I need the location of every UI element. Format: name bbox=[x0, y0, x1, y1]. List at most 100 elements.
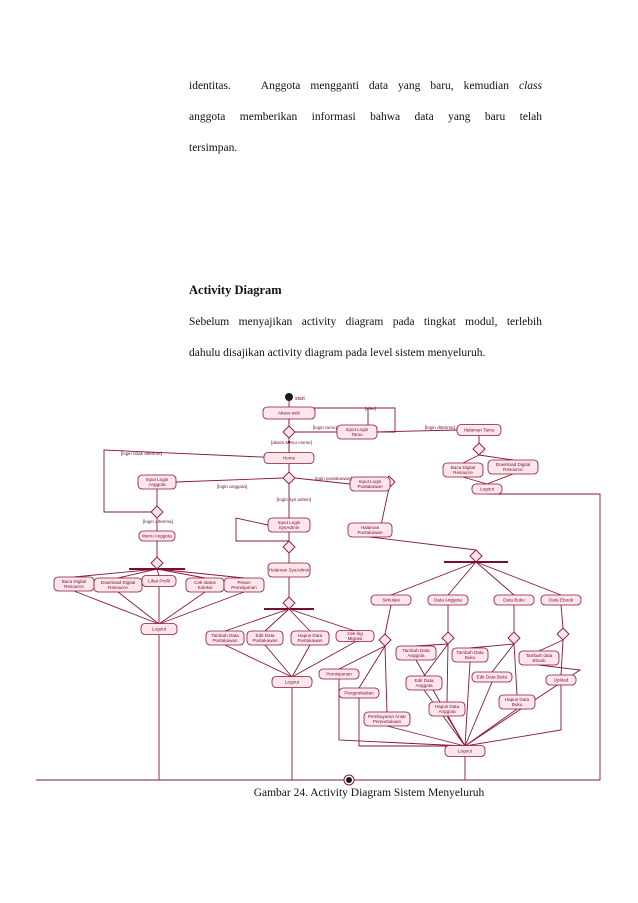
node-label: Lihat Profil bbox=[148, 579, 170, 584]
node-label: Menu Anggota bbox=[142, 534, 172, 539]
node-label: Pengembalian bbox=[344, 691, 374, 696]
guard-g-diterima-t: [login diterima] bbox=[425, 425, 455, 430]
node-label: Logout bbox=[458, 749, 473, 754]
diagram-labels: start[else][login tamu][login diterima][… bbox=[121, 396, 455, 524]
node-upload: Upload bbox=[545, 674, 577, 686]
node-label: Logout bbox=[152, 627, 167, 632]
node-label: Logout bbox=[285, 680, 300, 685]
node-label: Upload bbox=[554, 678, 569, 683]
paragraph-line-2: anggota memberikan informasi bahwa data … bbox=[189, 111, 542, 123]
node-label: Edit Data Buku bbox=[477, 675, 508, 680]
figure-caption: Gambar 24. Activity Diagram Sistem Menye… bbox=[253, 787, 485, 799]
node-menu-anggota: Menu Anggota bbox=[138, 530, 176, 542]
guard-g-tidak: [login tidak diterima] bbox=[121, 451, 162, 456]
text-identitas: identitas. bbox=[189, 80, 231, 92]
node-label: Sirkulasi bbox=[382, 598, 399, 603]
node-data-ebook: Data Ebook bbox=[540, 594, 582, 606]
text-line1-mid: Anggota mengganti data yang baru, kemudi… bbox=[260, 80, 510, 92]
node-label: Logout bbox=[480, 487, 495, 492]
start-node bbox=[285, 393, 293, 401]
node-label: Halaman SysAdmin bbox=[269, 568, 310, 573]
node-data-anggota: Data Anggota bbox=[427, 594, 469, 606]
node-halaman-sysadmin: Halaman SysAdmin bbox=[267, 562, 311, 578]
node-lihat-profil: Lihat Profil bbox=[141, 575, 177, 587]
node-label: Data Ebook bbox=[549, 598, 574, 603]
guard-g-diterima-a: [login diterima] bbox=[143, 519, 173, 524]
text-class: class bbox=[519, 80, 542, 92]
guard-g-sysadmin: [login sys admin] bbox=[277, 497, 311, 502]
section-heading: Activity Diagram bbox=[189, 283, 282, 297]
node-label: Data Buku bbox=[503, 598, 525, 603]
node-logout-t: Logout bbox=[471, 483, 503, 495]
node-home: Home bbox=[263, 452, 315, 464]
paragraph-line-3: tersimpan. bbox=[189, 142, 238, 154]
node-data-buku: Data Buku bbox=[493, 594, 535, 606]
start-label: start bbox=[295, 396, 305, 402]
node-pengembalian: Pengembalian bbox=[338, 687, 380, 699]
node-logout-a: Logout bbox=[140, 623, 178, 635]
guard-g-akses-menu: [akses Menu Home] bbox=[271, 440, 312, 445]
end-node bbox=[343, 774, 355, 786]
paragraph2-line-2: dahulu disajikan activity diagram pada l… bbox=[189, 347, 486, 359]
node-label: Akses web bbox=[278, 411, 301, 416]
node-logout-s: Logout bbox=[271, 676, 313, 688]
node-logout-p: Logout bbox=[444, 745, 486, 757]
node-label: Home bbox=[283, 456, 296, 461]
paragraph-line-1: identitas. Anggota mengganti data yang b… bbox=[189, 71, 542, 102]
node-akses: Akses web bbox=[262, 406, 316, 420]
node-halaman-tamu: Halaman Tamu bbox=[456, 424, 502, 436]
node-peminjaman: Peminjaman bbox=[318, 668, 360, 680]
node-label: Peminjaman bbox=[326, 672, 352, 677]
node-label: Data Anggota bbox=[434, 598, 462, 603]
guard-g-anggota: [login anggota] bbox=[217, 484, 247, 489]
node-label: Halaman Tamu bbox=[464, 428, 495, 433]
paragraph2-line-1: Sebelum menyajikan activity diagram pada… bbox=[189, 316, 542, 328]
node-edit-buku: Edit Data Buku bbox=[471, 671, 513, 683]
